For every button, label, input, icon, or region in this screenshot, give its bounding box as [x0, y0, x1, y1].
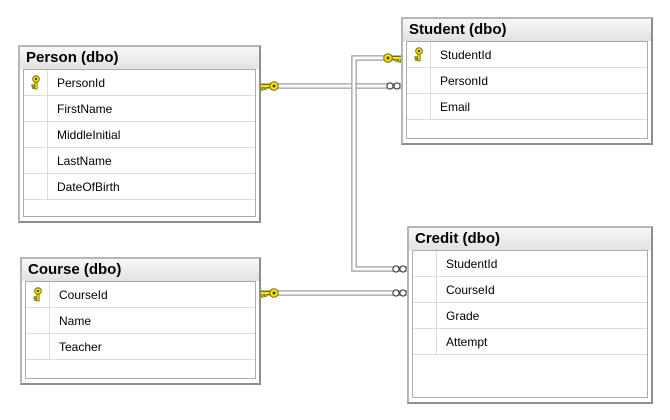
- column-name: Grade: [446, 308, 480, 323]
- key-end-icon-course: [259, 288, 279, 298]
- column-name: Name: [59, 313, 92, 328]
- table-row[interactable]: FirstName: [24, 96, 255, 122]
- relationship-line-student-credit[interactable]: [351, 55, 409, 272]
- table-credit[interactable]: Credit (dbo) StudentId CourseId Grade At…: [407, 226, 653, 404]
- table-person[interactable]: Person (dbo) PersonId FirstName MiddleI: [18, 45, 261, 223]
- table-row[interactable]: DateOfBirth: [24, 174, 255, 200]
- column-name: DateOfBirth: [57, 179, 120, 194]
- primary-key-icon: [30, 74, 40, 89]
- primary-key-icon: [413, 46, 423, 61]
- table-row[interactable]: Grade: [413, 303, 647, 329]
- table-row[interactable]: PersonId: [407, 68, 647, 94]
- column-name: StudentId: [440, 47, 492, 62]
- column-name: CourseId: [59, 287, 108, 302]
- key-end-icon-student: [383, 53, 403, 63]
- key-end-icon-person: [259, 81, 279, 91]
- column-name: CourseId: [446, 282, 495, 297]
- table-course-title[interactable]: Course (dbo): [22, 259, 259, 281]
- table-row[interactable]: Attempt: [413, 329, 647, 355]
- table-person-title[interactable]: Person (dbo): [20, 47, 259, 69]
- column-name: MiddleInitial: [57, 127, 121, 142]
- table-course-columns: CourseId Name Teacher: [25, 281, 256, 379]
- column-name: LastName: [57, 153, 112, 168]
- table-row[interactable]: StudentId: [407, 42, 647, 68]
- column-name: StudentId: [446, 256, 498, 271]
- column-name: PersonId: [57, 75, 106, 90]
- column-name: Email: [440, 99, 471, 114]
- table-credit-title[interactable]: Credit (dbo): [409, 228, 651, 250]
- table-student[interactable]: Student (dbo) StudentId PersonId Email: [401, 17, 653, 145]
- table-row[interactable]: CourseId: [413, 277, 647, 303]
- table-row[interactable]: Email: [407, 94, 647, 120]
- column-name: PersonId: [440, 73, 489, 88]
- column-name: Teacher: [59, 339, 102, 354]
- table-student-columns: StudentId PersonId Email: [406, 41, 648, 139]
- table-credit-columns: StudentId CourseId Grade Attempt: [412, 250, 648, 398]
- table-row[interactable]: Teacher: [26, 334, 255, 360]
- column-name: Attempt: [446, 334, 488, 349]
- table-row[interactable]: MiddleInitial: [24, 122, 255, 148]
- table-row[interactable]: StudentId: [413, 251, 647, 277]
- table-person-columns: PersonId FirstName MiddleInitial LastNam…: [23, 69, 256, 217]
- table-row[interactable]: Name: [26, 308, 255, 334]
- table-course[interactable]: Course (dbo) CourseId Name Teacher: [20, 257, 261, 385]
- table-student-title[interactable]: Student (dbo): [403, 19, 651, 41]
- primary-key-icon: [32, 286, 42, 301]
- table-row[interactable]: LastName: [24, 148, 255, 174]
- table-row[interactable]: CourseId: [26, 282, 255, 308]
- table-row[interactable]: PersonId: [24, 70, 255, 96]
- column-name: FirstName: [57, 101, 113, 116]
